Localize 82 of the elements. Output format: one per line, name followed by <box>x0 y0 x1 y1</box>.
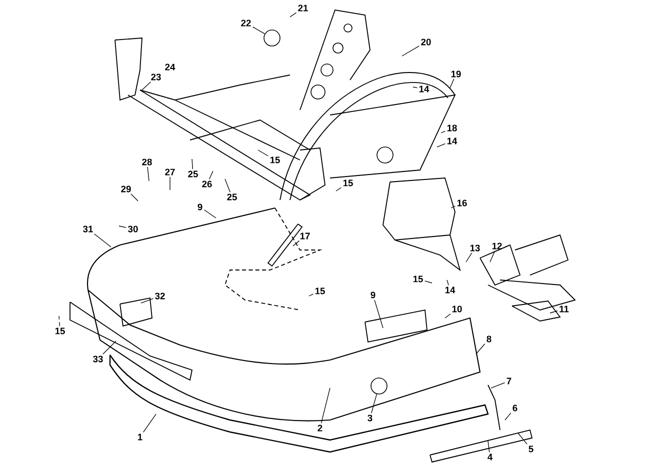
leader-line <box>94 234 112 248</box>
callout-number: 25 <box>227 194 237 200</box>
callout-number: 27 <box>165 168 175 176</box>
callout-number: 24 <box>165 64 176 70</box>
leader-line <box>224 178 230 192</box>
leader-line <box>412 86 418 88</box>
leader-line <box>488 440 490 453</box>
leader-line <box>336 187 342 192</box>
leader-line <box>320 388 330 424</box>
leader-line <box>204 210 216 218</box>
callout-number: 26 <box>202 180 212 188</box>
callout-number: 15 <box>413 276 423 282</box>
callout-number: 15 <box>55 328 65 334</box>
leader-line <box>371 394 378 414</box>
leader-line <box>252 26 266 34</box>
callout-number: 18 <box>447 124 457 132</box>
plug-part <box>370 378 388 394</box>
leader-line <box>518 432 528 444</box>
leader-line <box>444 314 451 318</box>
callout-number: 20 <box>421 38 431 46</box>
callout-number: 9 <box>198 204 202 210</box>
callout-number: 25 <box>188 170 198 178</box>
callout-number: 30 <box>128 226 138 232</box>
callout-number: 32 <box>155 292 165 300</box>
callout-number: 19 <box>451 70 461 78</box>
callout-number: 21 <box>298 4 308 12</box>
callout-number: 14 <box>447 138 458 144</box>
callout-number: 14 <box>445 286 456 294</box>
callout-number: 14 <box>419 86 430 92</box>
leader-line <box>450 78 454 88</box>
callout-number: 1 <box>138 434 142 440</box>
callout-number: 17 <box>300 232 310 240</box>
callout-number: 9 <box>370 292 376 298</box>
callout-number: 33 <box>93 356 103 362</box>
leader-line <box>208 170 214 180</box>
callout-number: 15 <box>270 156 280 164</box>
callout-number: 12 <box>492 242 502 250</box>
leader-line <box>450 206 456 208</box>
leader-line <box>308 294 314 296</box>
leader-line <box>290 12 297 18</box>
leader-line <box>436 143 446 148</box>
callout-number: 22 <box>241 20 251 26</box>
callout-number: 31 <box>83 226 93 232</box>
leader-line <box>374 300 384 328</box>
leader-line <box>118 226 127 228</box>
leader-line <box>140 298 154 304</box>
leader-line <box>402 46 420 56</box>
callout-number: 23 <box>151 74 161 80</box>
leader-line <box>258 150 269 156</box>
leader-line <box>147 166 150 182</box>
callout-number: 16 <box>457 200 467 206</box>
plug-part <box>264 30 280 46</box>
leader-line <box>142 82 152 90</box>
leader-line <box>143 414 156 433</box>
callout-number: 4 <box>488 454 493 460</box>
callout-number: 7 <box>506 378 512 384</box>
leader-line <box>466 252 472 262</box>
leader-line <box>292 240 300 246</box>
callout-number: 6 <box>512 404 518 412</box>
callout-number: 5 <box>528 446 534 452</box>
callout-number: 28 <box>142 158 152 166</box>
callout-number: 8 <box>486 336 492 342</box>
leader-line <box>490 250 496 262</box>
callout-number: 13 <box>470 244 480 252</box>
leader-line <box>504 412 512 420</box>
leader-line <box>476 344 486 354</box>
callout-number: 2 <box>318 424 322 432</box>
leader-line <box>440 130 446 134</box>
callout-number: 15 <box>315 288 325 294</box>
callout-number: 15 <box>343 180 353 186</box>
leader-line <box>102 340 116 354</box>
callout-number: 11 <box>560 306 569 312</box>
callout-number: 10 <box>452 306 462 312</box>
leader-line <box>490 382 506 388</box>
leader-line <box>424 280 432 284</box>
callout-number: 29 <box>121 186 131 192</box>
leader-line <box>130 194 138 202</box>
leader-line <box>550 310 558 314</box>
leader-line <box>446 280 449 286</box>
leader-line <box>192 158 194 170</box>
callout-number: 3 <box>368 414 372 422</box>
leader-line <box>58 316 60 326</box>
